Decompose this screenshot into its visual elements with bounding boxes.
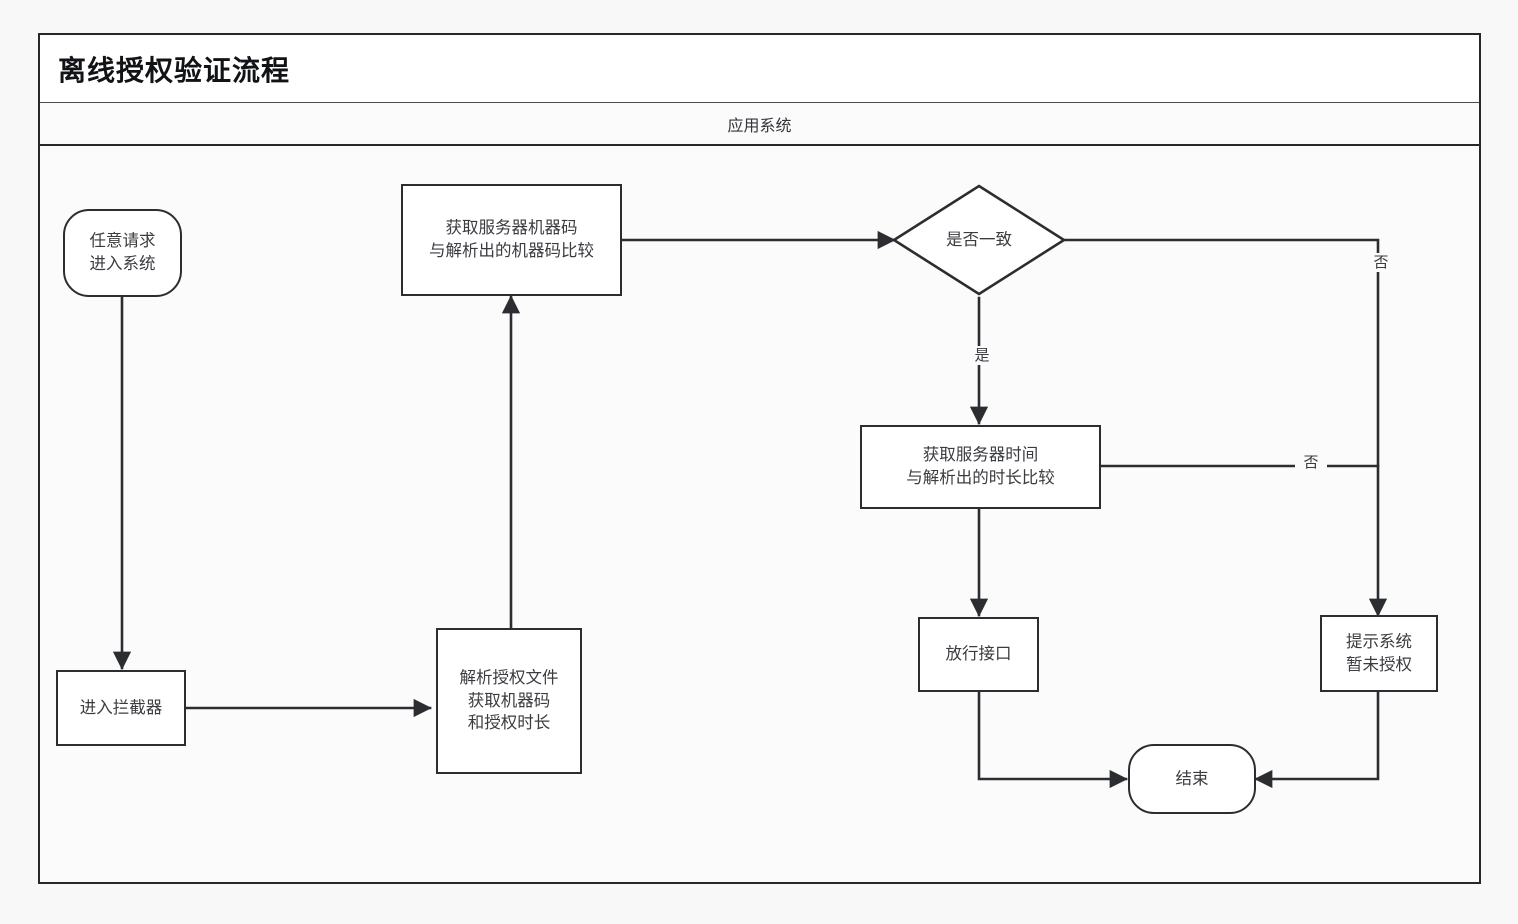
node-compare-machine-code-label: 获取服务器机器码 与解析出的机器码比较 (429, 219, 594, 260)
node-not-authorized[interactable]: 提示系统 暂未授权 (1320, 615, 1438, 692)
node-start[interactable]: 任意请求 进入系统 (63, 209, 182, 297)
diagram-title-band: 离线授权验证流程 (40, 35, 1479, 103)
swimlane-header: 应用系统 (40, 103, 1479, 146)
node-decision-match[interactable]: 是否一致 (909, 219, 1049, 261)
node-end-label: 结束 (1175, 769, 1209, 788)
page-title: 离线授权验证流程 (58, 54, 291, 86)
node-end[interactable]: 结束 (1128, 744, 1256, 814)
node-compare-machine-code[interactable]: 获取服务器机器码 与解析出的机器码比较 (401, 184, 622, 296)
node-parse-license[interactable]: 解析授权文件 获取机器码 和授权时长 (436, 628, 582, 774)
node-parse-license-label: 解析授权文件 获取机器码 和授权时长 (459, 668, 559, 733)
node-decision-match-label: 是否一致 (946, 230, 1012, 249)
node-pass-interface-label: 放行接口 (945, 645, 1012, 664)
swimlane-label: 应用系统 (727, 117, 792, 135)
node-interceptor[interactable]: 进入拦截器 (56, 670, 186, 746)
edge-label-match-yes: 是 (966, 346, 998, 365)
node-not-authorized-label: 提示系统 暂未授权 (1346, 632, 1412, 674)
edge-label-match-no: 否 (1365, 253, 1397, 272)
edge-label-time-no: 否 (1295, 453, 1327, 472)
node-compare-time[interactable]: 获取服务器时间 与解析出的时长比较 (860, 425, 1101, 509)
node-compare-time-label: 获取服务器时间 与解析出的时长比较 (906, 446, 1055, 487)
node-pass-interface[interactable]: 放行接口 (918, 617, 1039, 692)
node-start-label: 任意请求 进入系统 (89, 232, 156, 273)
diagram-frame: 离线授权验证流程 应用系统 (38, 33, 1481, 884)
node-interceptor-label: 进入拦截器 (79, 698, 163, 717)
diagram-canvas (40, 146, 1479, 882)
